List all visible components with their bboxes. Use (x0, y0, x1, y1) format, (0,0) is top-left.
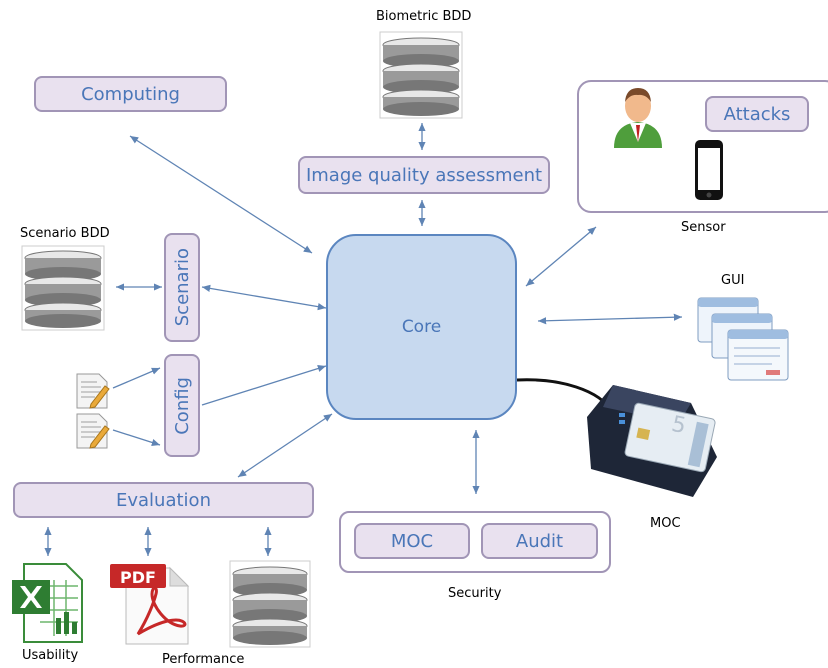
gui-windows-icon (697, 297, 789, 381)
document-icon (76, 413, 110, 449)
moc-label: MOC (650, 516, 681, 531)
user-icon (614, 88, 662, 148)
sensor-label: Sensor (681, 220, 726, 235)
image-quality-label: Image quality assessment (305, 164, 543, 186)
moc-module-label: MOC (390, 530, 434, 552)
moc-module-box: MOC (354, 523, 470, 559)
evaluation-database-icon (229, 560, 311, 648)
computing-box: Computing (34, 76, 227, 112)
arrow-config-core (201, 364, 327, 406)
excel-icon (12, 563, 83, 643)
document-icon (76, 373, 110, 409)
biometric-bdd-label: Biometric BDD (376, 9, 472, 24)
scenario-label: Scenario (171, 248, 193, 327)
computing-label: Computing (81, 83, 180, 105)
evaluation-label: Evaluation (116, 489, 211, 511)
performance-label: Performance (162, 652, 245, 667)
arrow-doc2-config (112, 429, 161, 446)
usability-label: Usability (22, 648, 79, 663)
evaluation-box: Evaluation (13, 482, 314, 518)
scenario-database-icon (21, 245, 105, 331)
pdf-icon: PDF (110, 564, 190, 645)
scenario-box: Scenario (164, 233, 200, 342)
arrow-scenario-core (201, 284, 327, 311)
security-label: Security (448, 586, 502, 601)
arrow-evaluation-core (237, 413, 333, 478)
config-box: Config (164, 354, 200, 457)
attacks-box: Attacks (705, 96, 809, 132)
attacks-label: Attacks (723, 103, 791, 125)
audit-box: Audit (481, 523, 598, 559)
scenario-bdd-label: Scenario BDD (20, 226, 110, 241)
image-quality-box: Image quality assessment (298, 156, 550, 194)
core-label: Core (401, 317, 442, 337)
smartphone-icon (695, 140, 723, 200)
arrow-gui-core (537, 313, 683, 325)
arrow-computing-core (129, 135, 313, 254)
card-reader-icon: 5 (587, 385, 717, 497)
core-box: Core (326, 234, 517, 420)
svg-text:5: 5 (669, 412, 688, 439)
biometric-database-icon (379, 31, 463, 119)
gui-label: GUI (721, 273, 745, 288)
arrow-sensor-core (525, 226, 597, 287)
pdf-badge-text: PDF (120, 568, 156, 587)
audit-label: Audit (515, 530, 564, 552)
config-label: Config (171, 376, 193, 435)
arrow-doc1-config (112, 367, 161, 389)
